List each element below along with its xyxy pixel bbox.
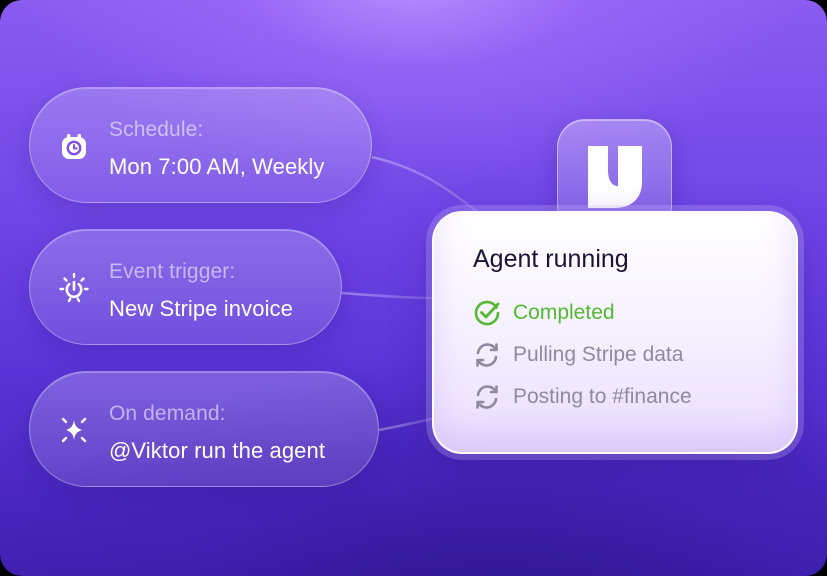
status-row-pulling: Pulling Stripe data	[472, 340, 683, 370]
status-label: Posting to #finance	[513, 385, 692, 408]
trigger-pill-event[interactable]: Event trigger: New Stripe invoice	[29, 229, 342, 345]
connector-event	[341, 291, 435, 300]
connector-demand	[378, 416, 437, 432]
calendar-clock-icon	[62, 134, 86, 159]
trigger-pill-schedule[interactable]: Schedule: Mon 7:00 AM, Weekly	[29, 87, 372, 203]
trigger-caption: On demand:	[109, 402, 226, 425]
check-circle-icon	[474, 300, 500, 326]
trigger-value: New Stripe invoice	[109, 296, 293, 321]
agent-title: Agent running	[473, 245, 629, 273]
status-label: Pulling Stripe data	[513, 343, 684, 366]
trigger-caption: Event trigger:	[109, 260, 236, 283]
sparkle-icon	[61, 417, 87, 443]
agent-status-card: Agent running Completed Pulling Stripe d…	[432, 211, 798, 454]
trigger-value: @Viktor run the agent	[109, 438, 326, 463]
power-burst-icon	[59, 272, 89, 303]
refresh-icon	[476, 343, 498, 367]
status-row-posting: Posting to #finance	[472, 382, 692, 412]
status-row-completed: Completed	[472, 298, 615, 328]
connector-schedule	[371, 155, 481, 215]
viktor-logo-icon	[588, 146, 642, 208]
trigger-value: Mon 7:00 AM, Weekly	[109, 154, 325, 179]
trigger-pill-on-demand[interactable]: On demand: @Viktor run the agent	[29, 371, 379, 487]
refresh-icon	[476, 385, 498, 409]
trigger-caption: Schedule:	[109, 118, 204, 141]
status-label: Completed	[513, 301, 615, 324]
